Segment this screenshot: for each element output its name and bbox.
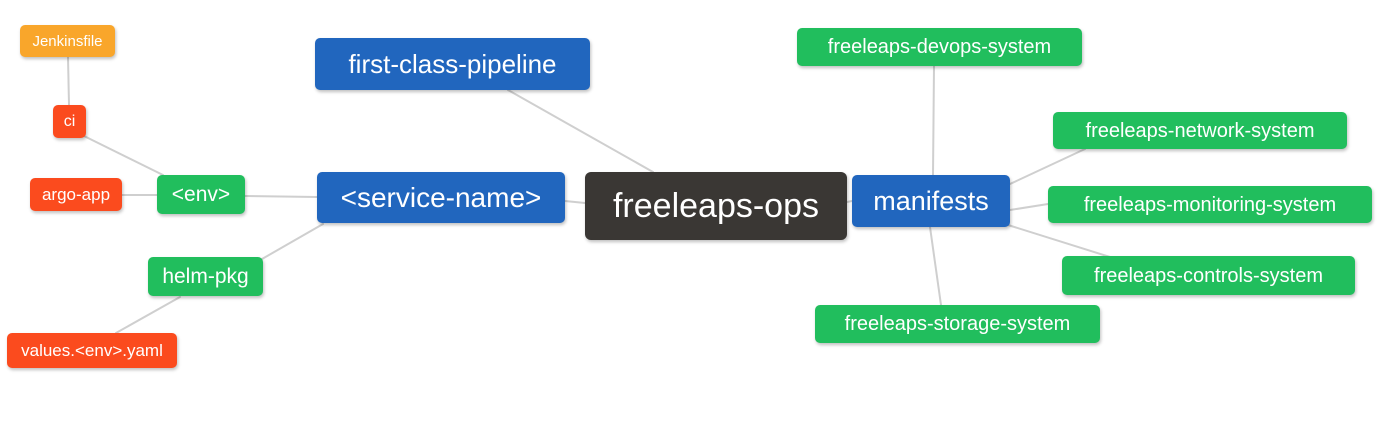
edge-jenkinsfile-to-ci <box>67 56 70 106</box>
node-argo-app[interactable]: argo-app <box>30 178 122 211</box>
edge-service-name-to-freeleaps-ops <box>564 200 586 204</box>
edge-service-name-to-helm-pkg <box>261 223 324 260</box>
node-freeleaps-controls-system[interactable]: freeleaps-controls-system <box>1062 256 1355 295</box>
edge-manifests-to-freeleaps-network-system <box>1009 148 1086 185</box>
edge-first-class-pipeline-to-freeleaps-ops <box>507 89 654 173</box>
edge-ci-to-env <box>83 135 164 176</box>
edge-env-to-service-name <box>244 195 318 198</box>
node-freeleaps-storage-system[interactable]: freeleaps-storage-system <box>815 305 1100 343</box>
node-env[interactable]: <env> <box>157 175 245 214</box>
node-ci[interactable]: ci <box>53 105 86 138</box>
edge-manifests-to-freeleaps-controls-system <box>1007 224 1111 258</box>
node-manifests[interactable]: manifests <box>852 175 1010 227</box>
node-first-class-pipeline[interactable]: first-class-pipeline <box>315 38 590 90</box>
node-freeleaps-monitoring-system[interactable]: freeleaps-monitoring-system <box>1048 186 1372 223</box>
node-service-name[interactable]: <service-name> <box>317 172 565 223</box>
node-values-env-yaml[interactable]: values.<env>.yaml <box>7 333 177 368</box>
node-freeleaps-devops-system[interactable]: freeleaps-devops-system <box>797 28 1082 66</box>
edge-values-env-yaml-to-helm-pkg <box>115 296 181 334</box>
edge-manifests-to-freeleaps-devops-system <box>932 65 935 176</box>
node-jenkinsfile[interactable]: Jenkinsfile <box>20 25 115 57</box>
node-freeleaps-ops[interactable]: freeleaps-ops <box>585 172 847 240</box>
node-helm-pkg[interactable]: helm-pkg <box>148 257 263 296</box>
node-freeleaps-network-system[interactable]: freeleaps-network-system <box>1053 112 1347 149</box>
edge-manifests-to-freeleaps-monitoring-system <box>1009 203 1049 211</box>
edge-manifests-to-freeleaps-storage-system <box>929 226 942 306</box>
